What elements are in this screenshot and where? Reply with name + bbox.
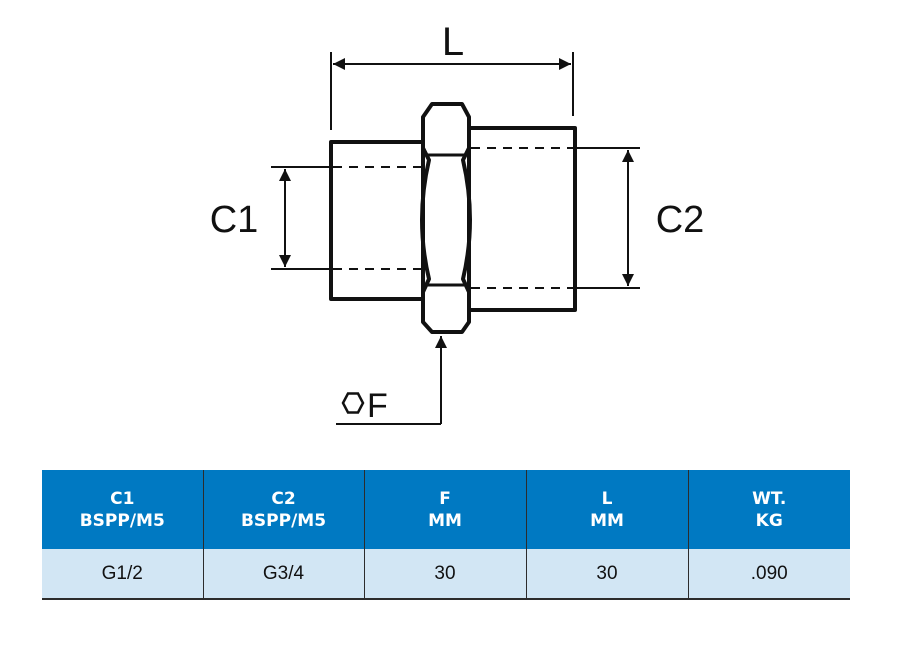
fitting-diagram: L C1 C2 F xyxy=(210,20,705,425)
column-header-line2: MM xyxy=(428,510,462,531)
column-header-line1: F xyxy=(439,488,451,509)
column-header-line2: KG xyxy=(755,510,783,531)
column-header-line1: L xyxy=(601,488,613,509)
column-header-line2: MM xyxy=(590,510,624,531)
hex-flats-label: F xyxy=(367,387,388,425)
c1-label: C1 xyxy=(210,199,259,241)
column-header-line2: BSPP/M5 xyxy=(79,510,165,531)
length-label: L xyxy=(442,20,464,64)
column-header-line1: C2 xyxy=(271,488,296,509)
column-header-line2: BSPP/M5 xyxy=(240,510,327,531)
column-header-line1: C1 xyxy=(110,488,135,509)
right-body xyxy=(467,126,577,312)
c2-label: C2 xyxy=(656,199,705,241)
table-cell: G1/2 xyxy=(42,549,203,600)
column-header: WT.KG xyxy=(687,470,850,549)
table-cell: 30 xyxy=(525,549,688,600)
hex-nut xyxy=(420,102,472,334)
table-cell: .090 xyxy=(687,549,850,600)
hexagon-icon xyxy=(341,392,365,414)
table-cell: G3/4 xyxy=(202,549,364,600)
column-header-line1: WT. xyxy=(752,488,787,509)
table-cell: 30 xyxy=(363,549,526,600)
left-body xyxy=(329,140,425,301)
